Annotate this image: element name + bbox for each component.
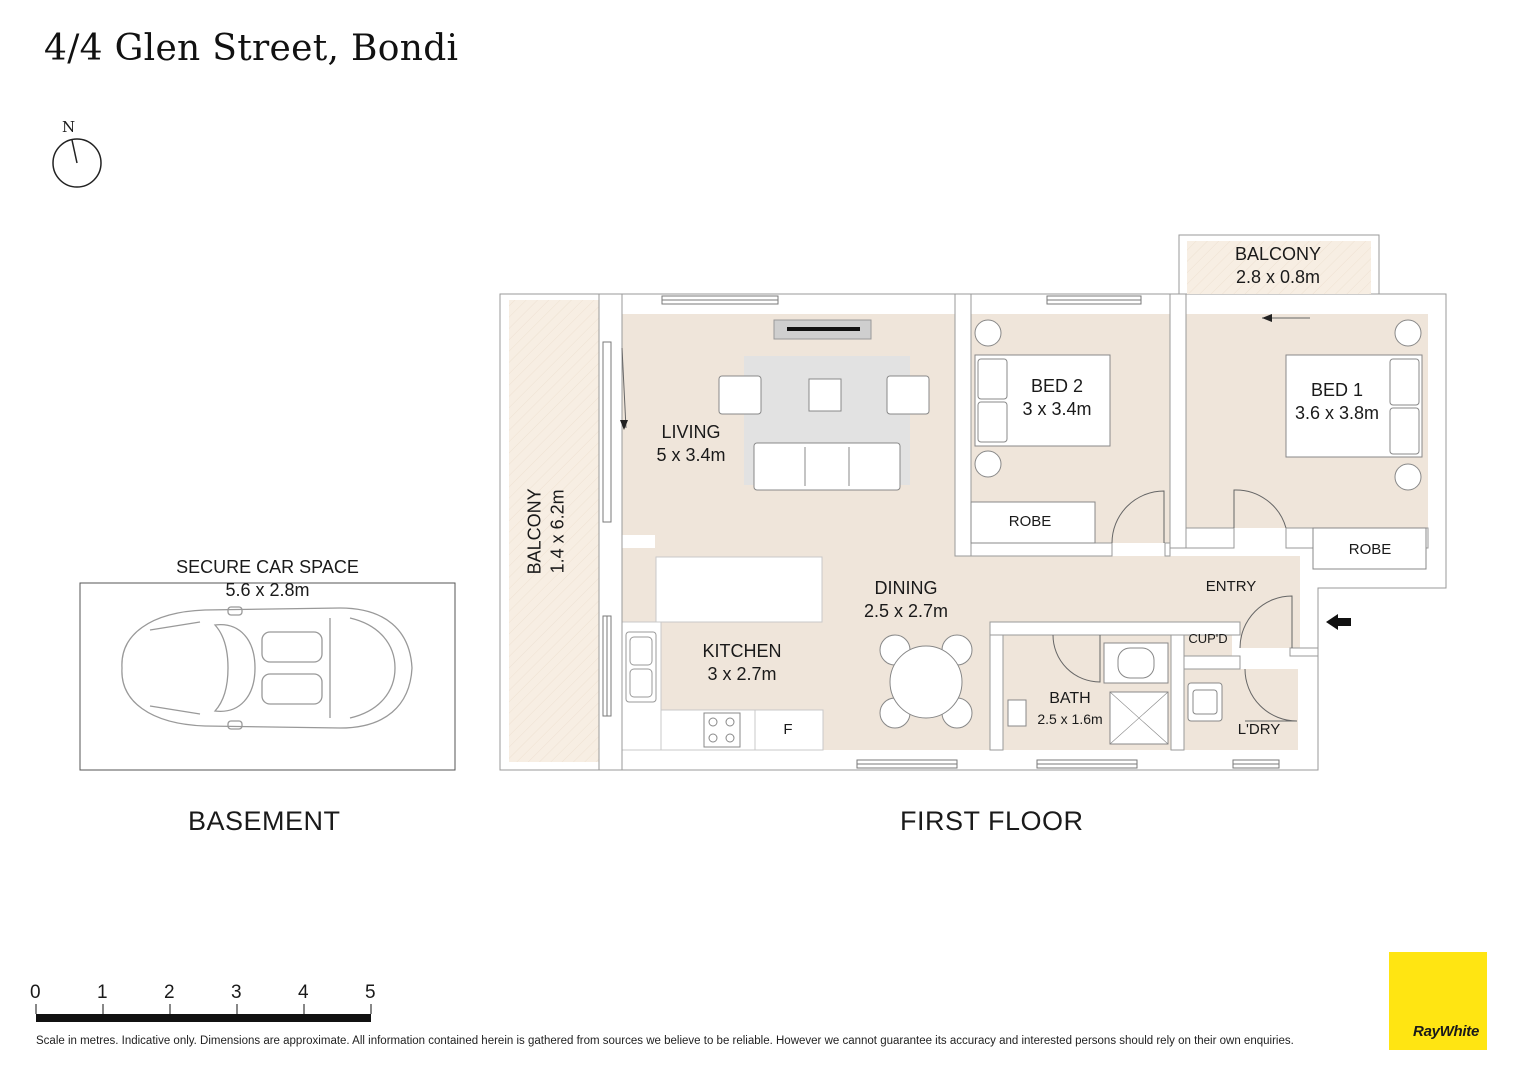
armchair-icon: [718, 375, 930, 415]
entry-label: ENTRY: [1205, 578, 1257, 595]
north-compass-icon: [52, 138, 102, 188]
bath-fixtures-icon: [1007, 642, 1223, 745]
scale-tick-5: 5: [365, 982, 376, 1003]
compass-label: N: [62, 118, 76, 136]
kitchen-benches: [621, 556, 824, 751]
cooktop-icon: [703, 712, 741, 748]
door-swings: [621, 317, 1310, 722]
scale-bar: [35, 1004, 372, 1022]
dining-label: DINING 2.5 x 2.7m: [863, 578, 949, 622]
fridge-label: F: [783, 721, 793, 738]
laundry-label: L'DRY: [1237, 721, 1281, 738]
scale-tick-4: 4: [298, 982, 309, 1003]
car-space-label: SECURE CAR SPACE 5.6 x 2.8m: [176, 557, 359, 601]
balcony-top-label: BALCONY 2.8 x 0.8m: [1234, 244, 1322, 288]
brand-name: RayWhite: [1413, 1023, 1479, 1040]
car-icon: [121, 606, 413, 730]
windows: [602, 295, 1280, 769]
raywhite-logo: RayWhite: [1389, 952, 1487, 1050]
scale-tick-2: 2: [164, 982, 175, 1003]
dining-table-icon: [879, 634, 973, 729]
bed-icon: [974, 319, 1423, 491]
disclaimer-text: Scale in metres. Indicative only. Dimens…: [36, 1035, 1294, 1047]
page-title: 4/4 Glen Street, Bondi: [44, 28, 459, 69]
robe-outlines: [970, 501, 1427, 570]
balcony-side-label: BALCONY 1.4 x 6.2m: [524, 488, 568, 575]
scale-tick-0: 0: [30, 982, 41, 1003]
bath-label: BATH 2.5 x 1.6m: [1037, 690, 1103, 727]
sofa-icon: [753, 442, 901, 491]
tv-unit-icon: [773, 319, 872, 340]
kitchen-label: KITCHEN 3 x 2.7m: [702, 641, 782, 685]
entry-arrow-icon: [1326, 614, 1351, 630]
sliding-door-arrows: [620, 314, 1272, 430]
cupboard-label: CUP'D: [1188, 631, 1228, 646]
first-floor-label: FIRST FLOOR: [900, 806, 1084, 836]
sink-icon: [625, 631, 657, 703]
car-space-outline: [79, 582, 456, 771]
robe-bed2-label: ROBE: [1008, 513, 1052, 530]
robe-bed1-label: ROBE: [1348, 541, 1392, 558]
basement-label: BASEMENT: [188, 806, 341, 836]
bed1-label: BED 1 3.6 x 3.8m: [1294, 380, 1380, 424]
bed2-label: BED 2 3 x 3.4m: [1022, 376, 1092, 420]
living-label: LIVING 5 x 3.4m: [656, 422, 726, 466]
scale-tick-3: 3: [231, 982, 242, 1003]
scale-tick-1: 1: [97, 982, 108, 1003]
